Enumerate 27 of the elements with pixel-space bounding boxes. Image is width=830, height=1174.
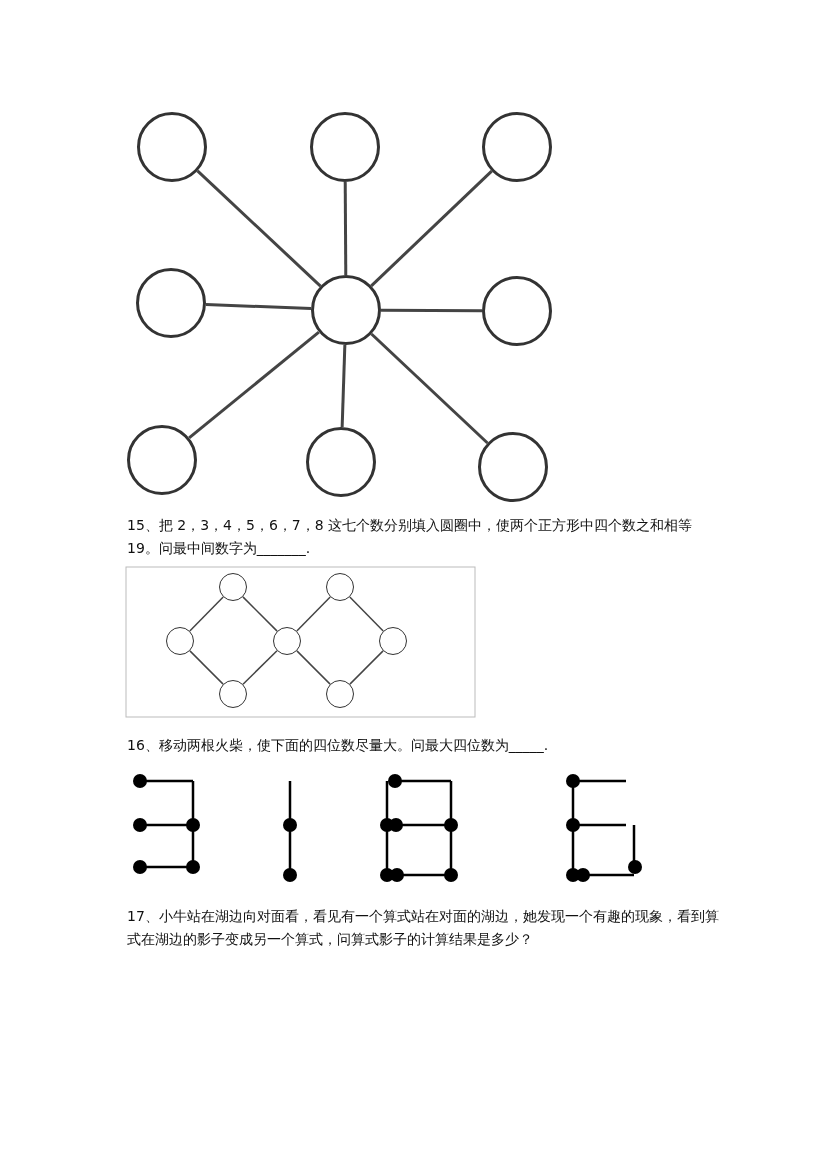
connector-line (349, 650, 384, 685)
connector-line (296, 596, 331, 632)
blank-circle (166, 627, 194, 655)
blank-circle (219, 573, 247, 601)
question-text: 15、把 2，3，4，5，6，7，8 这七个数分别填入圆圈中，使两个正方形中四个数之和相等19。问最中间数字为_______. (127, 516, 694, 558)
connector-line (242, 596, 278, 632)
connector-line (340, 344, 347, 428)
connector-line (381, 308, 482, 313)
blank-circle (311, 275, 381, 345)
question-text: 17、小牛站在湖边向对面看，看见有一个算式站在对面的湖边，她发现一个有趣的现象，看到算式在湖边的影子变成另一个算式，问算式影子的计算结果是多少？ (127, 907, 720, 949)
connector-line (205, 302, 312, 311)
connector-line (296, 650, 331, 685)
connector-line (370, 332, 489, 445)
connector-line (343, 182, 348, 275)
question-text: 16、移动两根火柴，使下面的四位数尽量大。问最大四位数为_____. (127, 736, 550, 755)
connector-line (349, 596, 384, 632)
connector-line (242, 650, 278, 685)
connector-line (189, 650, 224, 685)
blank-circle (379, 627, 407, 655)
connector-line (189, 596, 224, 632)
connector-line (196, 169, 322, 288)
connector-line (188, 330, 320, 440)
connector-line (370, 170, 493, 287)
blank-circle (326, 680, 354, 708)
blank-circle (326, 573, 354, 601)
blank-circle (219, 680, 247, 708)
blank-circle (273, 627, 301, 655)
